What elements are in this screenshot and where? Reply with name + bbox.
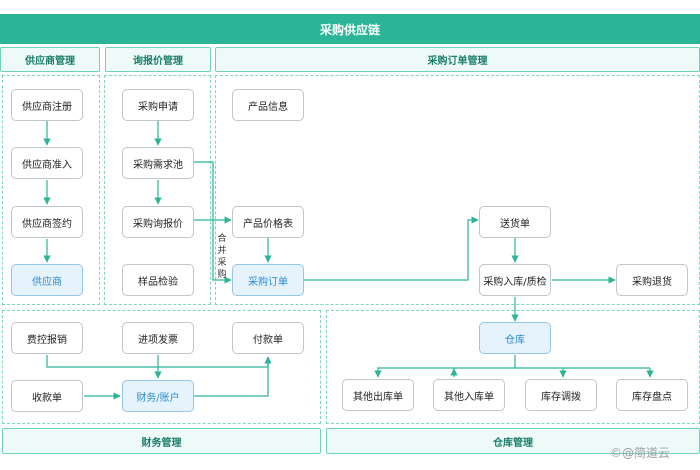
node-expense[interactable]: 费控报销: [11, 322, 83, 354]
node-supplier-sign[interactable]: 供应商签约: [11, 206, 83, 238]
node-warehouse[interactable]: 仓库: [479, 322, 551, 354]
node-purchase-request[interactable]: 采购申请: [122, 89, 194, 121]
node-demand-pool[interactable]: 采购需求池: [122, 147, 194, 179]
region-finance: [2, 310, 321, 424]
node-inquiry-quote[interactable]: 采购询报价: [122, 206, 194, 238]
diagram-title: 采购供应链: [0, 14, 700, 44]
node-inbound-qc[interactable]: 采购入库/质检: [479, 264, 551, 296]
node-finance-account[interactable]: 财务/账户: [122, 380, 194, 412]
footer-finance: 财务管理: [2, 428, 321, 454]
node-receipt[interactable]: 收款单: [11, 380, 83, 412]
merge-purchase-label: 合 并 采 购: [216, 233, 228, 281]
section-inquiry-header: 询报价管理: [105, 47, 211, 72]
footer-warehouse: 仓库管理: [326, 428, 700, 454]
merge-label-char: 采: [217, 258, 227, 268]
node-supplier-access[interactable]: 供应商准入: [11, 147, 83, 179]
node-stocktake[interactable]: 库存盘点: [616, 379, 688, 411]
node-other-outbound[interactable]: 其他出库单: [342, 379, 414, 411]
node-input-invoice[interactable]: 进项发票: [122, 322, 194, 354]
node-purchase-return[interactable]: 采购退货: [616, 264, 688, 296]
node-product-info[interactable]: 产品信息: [232, 89, 304, 121]
region-inquiry: [104, 75, 211, 305]
node-supplier-register[interactable]: 供应商注册: [11, 89, 83, 121]
node-delivery-note[interactable]: 送货单: [479, 206, 551, 238]
node-stock-transfer[interactable]: 库存调拨: [525, 379, 597, 411]
merge-label-char: 购: [217, 270, 227, 280]
node-supplier[interactable]: 供应商: [11, 264, 83, 296]
node-payment[interactable]: 付款单: [232, 322, 304, 354]
section-supplier-header: 供应商管理: [0, 47, 100, 72]
node-other-inbound[interactable]: 其他入库单: [433, 379, 505, 411]
node-price-list[interactable]: 产品价格表: [232, 206, 304, 238]
merge-label-char: 并: [217, 246, 227, 256]
merge-label-char: 合: [217, 234, 227, 244]
node-purchase-order[interactable]: 采购订单: [232, 264, 304, 296]
node-sample-check[interactable]: 样品检验: [122, 264, 194, 296]
watermark: ©@简道云: [610, 446, 671, 460]
region-supplier: [2, 75, 100, 305]
section-order-header: 采购订单管理: [215, 47, 700, 72]
